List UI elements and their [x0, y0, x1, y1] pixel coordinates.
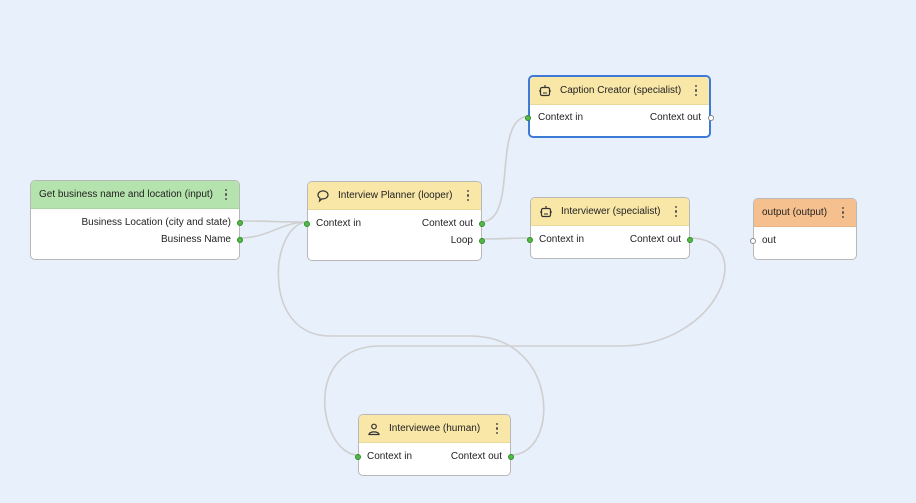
port-label: Context out: [649, 112, 701, 123]
port-row-context: Context in Context out: [527, 231, 693, 248]
node-caption-creator[interactable]: Caption Creator (specialist) Context in …: [525, 75, 714, 138]
node-title: output (output): [762, 207, 828, 218]
dot-icon: [466, 189, 470, 193]
node-title: Interviewee (human): [389, 423, 481, 434]
output-port-context-out[interactable]: [508, 453, 514, 460]
node-interview-planner[interactable]: Interview Planner (looper) Context in Co…: [304, 181, 485, 261]
port-row-context: Context in Context out: [525, 109, 714, 126]
port-label: Context in: [367, 451, 413, 462]
port-row-context: Context in Context out: [304, 215, 485, 232]
robot-icon: [538, 84, 552, 98]
node-interviewee-header[interactable]: Interviewee (human): [359, 415, 510, 443]
person-icon: [367, 422, 381, 436]
node-caption-header[interactable]: Caption Creator (specialist): [530, 77, 709, 105]
robot-icon: [539, 205, 553, 219]
port-label: Context in: [316, 218, 362, 229]
node-menu-button[interactable]: [221, 188, 231, 201]
output-port-context-out[interactable]: [479, 220, 485, 227]
dot-icon: [841, 211, 845, 214]
node-menu-button[interactable]: [838, 206, 848, 219]
port-row-business-location: Business Location (city and state): [31, 214, 243, 231]
dot-icon: [495, 431, 499, 435]
node-interviewer-header[interactable]: Interviewer (specialist): [531, 198, 689, 226]
port-label: out: [762, 235, 776, 246]
port-label: Context out: [421, 218, 473, 229]
dot-icon: [495, 422, 499, 426]
dot-icon: [674, 210, 678, 213]
input-port-context-in[interactable]: [355, 453, 361, 460]
node-title: Interview Planner (looper): [338, 190, 453, 201]
wire-location-to-planner: [238, 220, 309, 223]
port-row-out: out: [750, 232, 856, 249]
dot-icon: [224, 197, 228, 201]
node-output-header[interactable]: output (output): [754, 199, 856, 227]
dot-icon: [224, 193, 228, 196]
node-menu-button[interactable]: [492, 422, 502, 435]
dot-icon: [694, 93, 698, 97]
port-label: Business Name: [160, 234, 231, 245]
port-label: Context in: [539, 234, 585, 245]
node-menu-button[interactable]: [691, 84, 701, 97]
dot-icon: [674, 214, 678, 218]
dot-icon: [841, 206, 845, 210]
dot-icon: [841, 215, 845, 219]
output-port-context-out[interactable]: [708, 114, 714, 121]
port-label: Context out: [450, 451, 502, 462]
port-label: Context out: [629, 234, 681, 245]
input-port-out[interactable]: [750, 237, 756, 244]
node-interviewee[interactable]: Interviewee (human) Context in Context o…: [355, 414, 514, 476]
wire-planner-to-caption: [480, 115, 531, 223]
dot-icon: [466, 194, 470, 197]
node-title: Get business name and location (input): [39, 189, 213, 200]
dot-icon: [694, 84, 698, 88]
node-input[interactable]: Get business name and location (input) B…: [30, 180, 243, 260]
output-port-business-name[interactable]: [237, 236, 243, 243]
speech-bubble-loop-icon: [316, 189, 330, 203]
port-row-loop: Loop: [308, 232, 485, 249]
dot-icon: [466, 198, 470, 202]
node-title: Caption Creator (specialist): [560, 85, 682, 96]
dot-icon: [694, 89, 698, 92]
wire-loop-to-interviewer: [480, 237, 532, 240]
input-port-context-in[interactable]: [304, 220, 310, 227]
dot-icon: [674, 205, 678, 209]
wire-name-to-planner: [238, 221, 309, 239]
node-interviewer[interactable]: Interviewer (specialist) Context in Cont…: [527, 197, 693, 259]
output-port-business-location[interactable]: [237, 219, 243, 226]
port-row-context: Context in Context out: [355, 448, 514, 465]
port-row-business-name: Business Name: [31, 231, 243, 248]
output-port-context-out[interactable]: [687, 236, 693, 243]
dot-icon: [224, 188, 228, 192]
dot-icon: [495, 427, 499, 430]
port-label: Context in: [538, 112, 584, 123]
node-menu-button[interactable]: [671, 205, 681, 218]
output-port-loop[interactable]: [479, 237, 485, 244]
port-label: Business Location (city and state): [81, 217, 231, 228]
input-port-context-in[interactable]: [525, 114, 531, 121]
node-menu-button[interactable]: [463, 189, 473, 202]
node-title: Interviewer (specialist): [561, 206, 661, 217]
node-input-header[interactable]: Get business name and location (input): [31, 181, 239, 209]
node-output[interactable]: output (output) out: [750, 198, 857, 260]
input-port-context-in[interactable]: [527, 236, 533, 243]
node-planner-header[interactable]: Interview Planner (looper): [308, 182, 481, 210]
port-label: Loop: [450, 235, 473, 246]
